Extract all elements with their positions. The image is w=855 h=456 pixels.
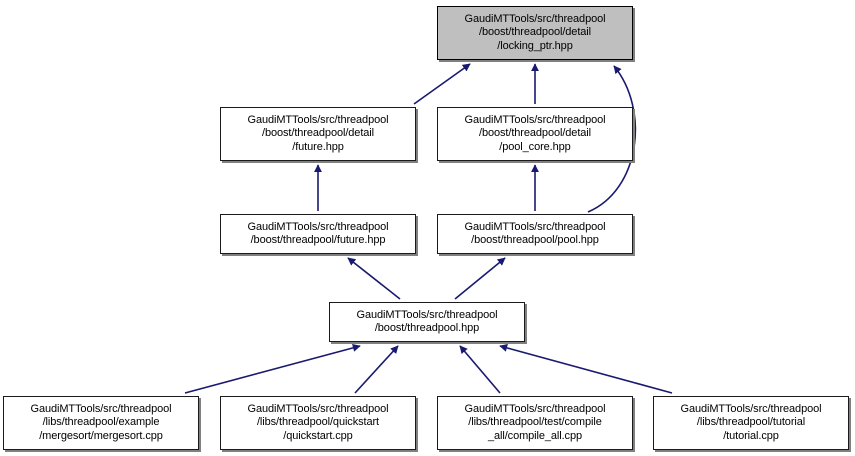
node-label-line: GaudiMTTools/src/threadpool [356,308,498,321]
node-label-line: /boost/threadpool/future.hpp [250,234,386,246]
node-compile-all-cpp[interactable]: GaudiMTTools/src/threadpool /libs/thread… [437,396,633,450]
node-quickstart-cpp[interactable]: GaudiMTTools/src/threadpool /libs/thread… [220,396,416,450]
node-label-line: GaudiMTTools/src/threadpool [464,113,606,126]
node-label-line: GaudiMTTools/src/threadpool [247,113,389,126]
edge-pool-to-locking-ptr [587,65,637,213]
edge-detail-future-to-locking-ptr [413,63,471,105]
node-label-line: /quickstart.cpp [283,429,353,442]
node-detail-future-hpp[interactable]: GaudiMTTools/src/threadpool /boost/threa… [220,107,416,161]
node-label-line: /boost/threadpool/detail [479,26,591,39]
node-label-line: /pool_core.hpp [499,140,571,153]
edge-threadpool-to-pool [454,257,506,300]
node-pool-core-hpp[interactable]: GaudiMTTools/src/threadpool /boost/threa… [437,107,633,161]
node-label-line: GaudiMTTools/src/threadpool [30,402,172,415]
node-label-line: GaudiMTTools/src/threadpool [247,220,389,233]
node-label-line: /locking_ptr.hpp [497,39,573,52]
node-label-line: /libs/threadpool/test/compile [468,416,602,429]
node-label-line: /libs/threadpool/example [42,416,160,429]
edge-quickstart-to-threadpool [354,345,399,394]
node-label-line: GaudiMTTools/src/threadpool [464,220,606,233]
node-future-hpp[interactable]: GaudiMTTools/src/threadpool /boost/threa… [220,214,416,254]
node-label-line: /tutorial.cpp [723,429,779,442]
edge-threadpool-to-future [347,257,401,300]
node-label-line: GaudiMTTools/src/threadpool [680,402,822,415]
node-threadpool-hpp[interactable]: GaudiMTTools/src/threadpool /boost/threa… [329,302,525,342]
node-locking-ptr-hpp[interactable]: GaudiMTTools/src/threadpool /boost/threa… [437,6,633,60]
node-label-line: GaudiMTTools/src/threadpool [247,402,389,415]
edge-compile-all-to-threadpool [459,345,501,394]
node-mergesort-cpp[interactable]: GaudiMTTools/src/threadpool /libs/thread… [3,396,199,450]
edge-tutorial-to-threadpool [499,344,673,394]
node-label-line: /boost/threadpool/detail [479,127,591,140]
node-label-line: /libs/threadpool/quickstart [256,416,380,429]
node-label-line: GaudiMTTools/src/threadpool [464,402,606,415]
edge-mergesort-to-threadpool [184,344,361,394]
node-label-line: /mergesort/mergesort.cpp [39,429,163,442]
node-label-line: /boost/threadpool/pool.hpp [471,234,599,246]
node-label-line: _all/compile_all.cpp [488,429,582,442]
node-label-line: /libs/threadpool/tutorial [696,416,806,429]
node-label-line: /boost/threadpool/detail [262,127,374,140]
node-tutorial-cpp[interactable]: GaudiMTTools/src/threadpool /libs/thread… [653,396,849,450]
node-label-line: GaudiMTTools/src/threadpool [464,12,606,25]
node-label-line: /future.hpp [292,140,344,153]
node-pool-hpp[interactable]: GaudiMTTools/src/threadpool /boost/threa… [437,214,633,254]
node-label-line: /boost/threadpool.hpp [374,322,480,334]
